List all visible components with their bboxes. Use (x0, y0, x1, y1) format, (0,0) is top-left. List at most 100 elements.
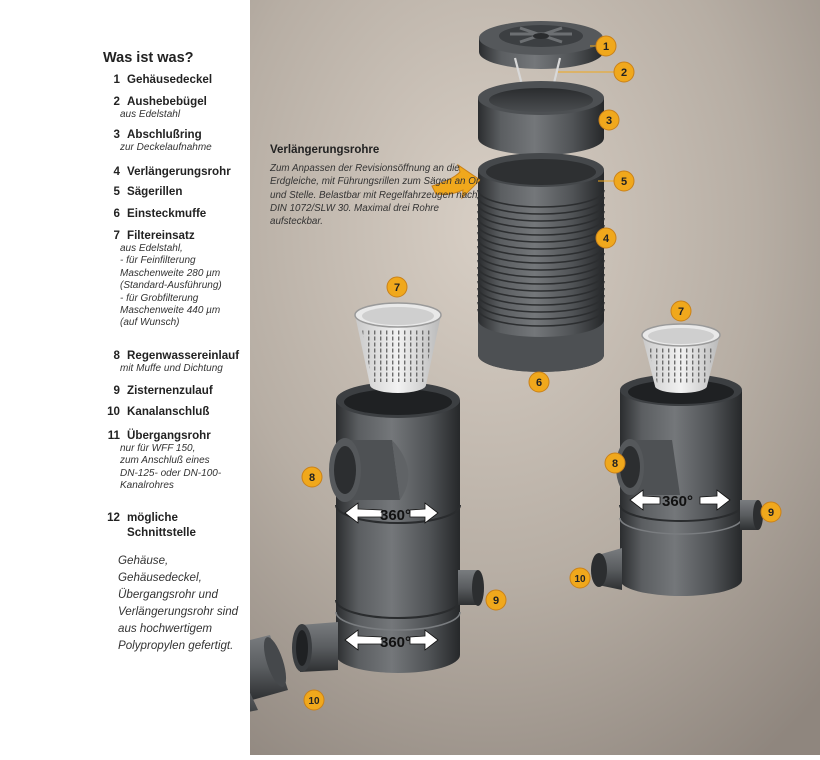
legend-item-detail: - für Feinfilterung (120, 255, 196, 267)
legend-item-label: Abschlußring (127, 128, 202, 141)
legend-item-detail: (auf Wunsch) (120, 317, 180, 329)
legend-item-number: 5 (113, 185, 120, 198)
saw-groove (477, 203, 605, 222)
marker-m4: 4 (595, 227, 617, 249)
saw-groove (477, 238, 605, 257)
legend-item-number: 10 (107, 405, 120, 418)
legend-item: 5 Sägerillen (100, 184, 250, 199)
marker-number: 8 (309, 472, 315, 484)
legend-item-detail: aus Edelstahl (120, 109, 181, 120)
marker-m8b: 8 (604, 452, 626, 474)
marker-m9b: 9 (760, 501, 782, 523)
legend-item-label: Gehäusedeckel (127, 73, 213, 86)
legend-item-label: Verlängerungsrohr (127, 165, 231, 178)
marker-number: 9 (768, 507, 774, 519)
number-markers: 12345677889910101112 (201, 35, 782, 744)
legend-item-detail: aus Edelstahl, (120, 243, 183, 254)
legend-item-number: 1 (113, 73, 120, 86)
legend-item-detail: nur für WFF 150, (120, 443, 196, 454)
marker-m9a: 9 (485, 589, 507, 611)
marker-number: 7 (678, 306, 684, 318)
legend-item-label: Filtereinsatz (127, 229, 195, 242)
illustration-svg: 12345677889910101112 (158, 0, 820, 755)
saw-groove (477, 189, 605, 208)
legend-panel: Was ist was? 1 Gehäusedeckel 2 Aushebebügel… (0, 0, 250, 755)
rotation-label-top: 360° (380, 507, 412, 524)
legend-item-label: Zisternenzulauf (127, 384, 213, 397)
extension-note-text: Zum Anpassen der Revisionsöffnung an die… (270, 163, 482, 228)
marker-number: 8 (612, 458, 618, 470)
legend-item-number: 11 (107, 429, 120, 442)
legend-item: 10 Kanalanschluß (100, 404, 250, 419)
legend-item-detail: Maschenweite 440 µm (120, 305, 221, 317)
marker-m8a: 8 (301, 466, 323, 488)
saw-groove (477, 259, 605, 278)
legend-item-number: 2 (113, 95, 120, 108)
marker-m7b: 7 (670, 300, 692, 322)
marker-m10a: 10 (303, 689, 325, 711)
rotation-label-bottom: 360° (380, 634, 412, 651)
legend-item: 1 Gehäusedeckel (100, 72, 250, 87)
extension-note: Verlängerungsrohre Zum Anpassen der Revi… (270, 144, 485, 228)
saw-groove (477, 217, 605, 236)
rotation-arrows (344, 489, 731, 651)
saw-groove (477, 273, 605, 292)
legend-item: 12 mögliche Schnittstelle (100, 510, 250, 540)
legend-item-detail: - für Grobfilterung (120, 292, 199, 304)
legend-item-number: 9 (113, 384, 120, 397)
marker-m7a: 7 (386, 276, 408, 298)
saw-groove (477, 196, 605, 215)
legend-item: 9 Zisternenzulauf (100, 383, 250, 398)
legend-item-label: Kanalanschluß (127, 405, 210, 418)
exploded-view-illustration: 12345677889910101112 360° 360° 360° (158, 0, 820, 755)
saw-groove (477, 266, 605, 285)
legend-item-label: mögliche Schnittstelle (127, 511, 196, 539)
marker-number: 2 (621, 67, 627, 79)
end-ring (478, 81, 604, 155)
marker-m5: 5 (613, 170, 635, 192)
rotation-label-small: 360° (662, 493, 694, 510)
saw-groove (477, 287, 605, 306)
insert-arrow-icon (431, 163, 481, 200)
housing-cover (479, 21, 603, 69)
extension-pipe (477, 153, 605, 372)
legend-item-number: 3 (113, 128, 120, 141)
saw-groove (477, 301, 605, 320)
marker-m3: 3 (598, 109, 620, 131)
marker-number: 5 (621, 176, 627, 188)
legend-title: Was ist was? (103, 50, 194, 66)
marker-number: 10 (574, 574, 586, 585)
filter-small (591, 323, 763, 596)
legend-item-number: 12 (107, 511, 120, 524)
legend-item-number: 7 (113, 229, 120, 242)
legend-item-label: Regenwassereinlauf (127, 349, 240, 362)
marker-number: 9 (493, 595, 499, 607)
marker-m10b: 10 (569, 567, 591, 589)
legend-item-label: Aushebebügel (127, 95, 207, 108)
legend-note: Gehäuse, Gehäusedeckel, Übergangsrohr un… (118, 554, 239, 652)
saw-groove (477, 210, 605, 229)
saw-groove (477, 294, 605, 313)
legend-item-label: Sägerillen (127, 185, 183, 198)
legend-item-detail: zur Deckelaufnahme (120, 142, 212, 153)
marker-number: 10 (308, 696, 320, 707)
legend-item-number: 6 (113, 207, 120, 220)
legend-item-detail: DN-125- oder DN-100- (120, 467, 222, 479)
extension-note-title: Verlängerungsrohre (270, 144, 380, 156)
marker-m6: 6 (528, 371, 550, 393)
legend-item-detail: mit Muffe und Dichtung (120, 363, 223, 374)
marker-number: 6 (536, 377, 542, 389)
saw-groove (477, 245, 605, 264)
legend-item-detail: (Standard-Ausführung) (120, 280, 222, 292)
legend-item-number: 8 (113, 349, 120, 362)
legend-item-detail: Maschenweite 280 µm (120, 267, 221, 279)
legend-item-detail: zum Anschluß eines (120, 455, 210, 467)
marker-m2: 2 (613, 61, 635, 83)
